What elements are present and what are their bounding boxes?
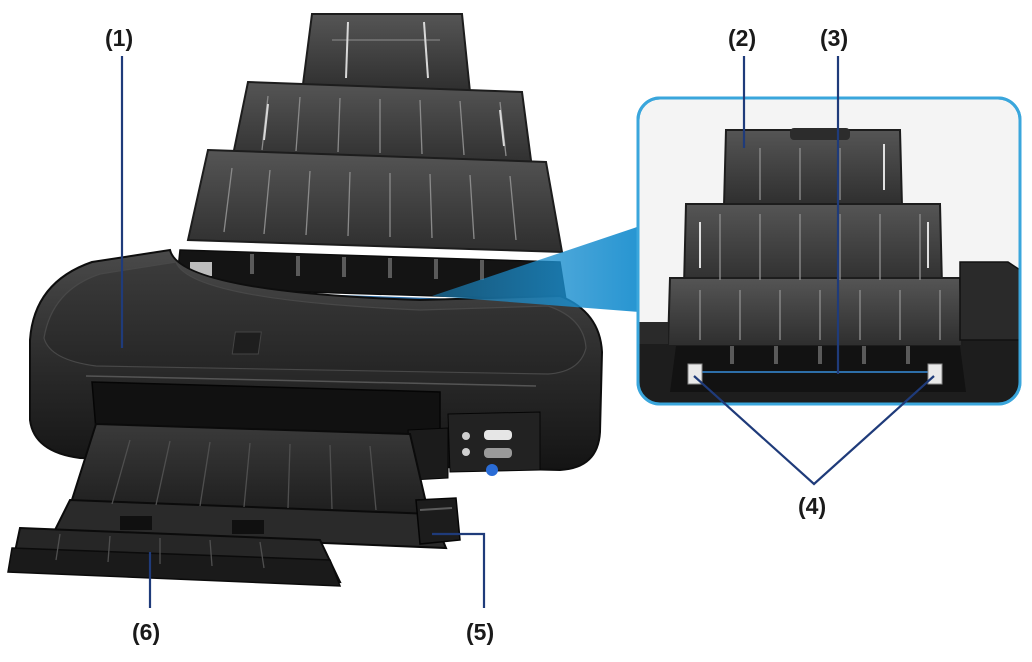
label-2: (2) [728, 25, 756, 51]
part-labels: (1) (2) (3) (4) (5) (6) [105, 25, 848, 645]
leader-line-5 [432, 532, 486, 608]
rear-paper-support [186, 13, 564, 254]
leader-lines [120, 56, 935, 608]
label-1: (1) [105, 25, 133, 51]
label-3: (3) [820, 25, 848, 51]
leader-line-4 [693, 375, 935, 486]
zoom-callout [636, 96, 1022, 406]
callout-beam [432, 226, 640, 312]
label-6: (6) [132, 619, 160, 645]
label-5: (5) [466, 619, 494, 645]
printer-illustration [7, 13, 604, 587]
paper-output-tray [7, 422, 461, 587]
label-4: (4) [798, 493, 826, 519]
printer-body [29, 248, 604, 481]
